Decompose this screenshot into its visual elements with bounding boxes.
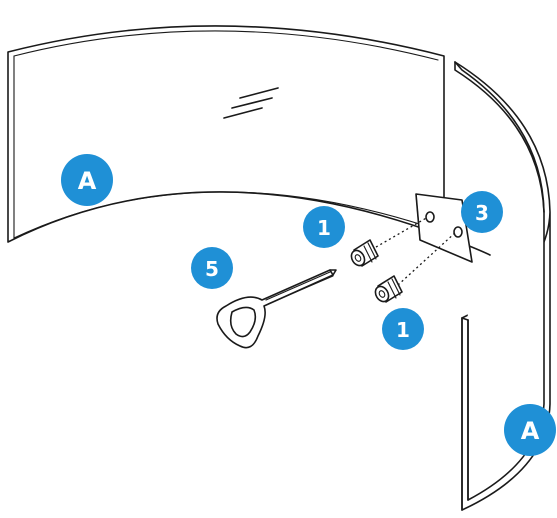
curved-panel-left — [8, 26, 444, 242]
svg-text:3: 3 — [475, 201, 489, 225]
svg-text:A: A — [521, 417, 540, 445]
callout-badge-bracket: 3 — [461, 191, 503, 233]
svg-text:1: 1 — [317, 216, 331, 240]
callout-badge-screw-bottom: 1 — [382, 308, 424, 350]
callout-badge-key: 5 — [191, 247, 233, 289]
callout-badge-panel-left: A — [61, 154, 113, 206]
allen-key — [217, 270, 336, 348]
svg-text:5: 5 — [205, 257, 219, 281]
svg-text:A: A — [78, 167, 97, 195]
callout-badge-panel-right: A — [504, 404, 556, 456]
screw-top — [349, 240, 378, 268]
svg-text:1: 1 — [396, 318, 410, 342]
callout-badge-screw-top: 1 — [303, 206, 345, 248]
screw-bottom — [373, 276, 402, 304]
